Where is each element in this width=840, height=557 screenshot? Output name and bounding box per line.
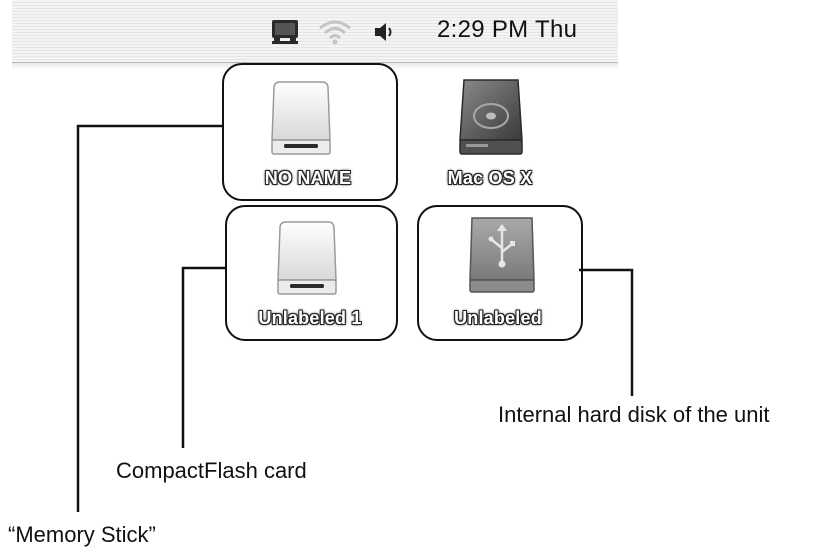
callout-compactflash: CompactFlash card <box>116 458 307 483</box>
callout-internal-disk: Internal hard disk of the unit <box>498 402 770 427</box>
compactflash-leader-line <box>181 266 225 448</box>
drive-label-unlabeled[interactable]: Unlabeled <box>454 308 542 328</box>
internal-disk-leader-line <box>579 268 634 396</box>
drive-label-unlabeled-1[interactable]: Unlabeled 1 <box>258 308 362 328</box>
display-icon[interactable] <box>270 19 300 50</box>
removable-drive-icon <box>271 81 331 155</box>
drive-unlabeled-1[interactable] <box>276 220 338 301</box>
drive-label-no-name[interactable]: NO NAME <box>264 168 352 188</box>
hard-disk-icon <box>459 79 523 155</box>
removable-drive-icon <box>277 221 337 295</box>
memory-stick-leader-line <box>76 124 222 512</box>
drive-unlabeled[interactable] <box>466 216 538 301</box>
drive-label-mac-os-x[interactable]: Mac OS X <box>447 168 533 188</box>
drive-no-name[interactable] <box>270 80 332 161</box>
usb-drive-icon <box>469 217 535 293</box>
callout-memory-stick: “Memory Stick” <box>8 522 156 547</box>
volume-icon[interactable] <box>372 20 398 49</box>
wifi-icon[interactable] <box>317 18 353 51</box>
drive-mac-os-x[interactable] <box>456 78 526 163</box>
menu-clock[interactable]: 2:29 PM Thu <box>437 16 578 43</box>
